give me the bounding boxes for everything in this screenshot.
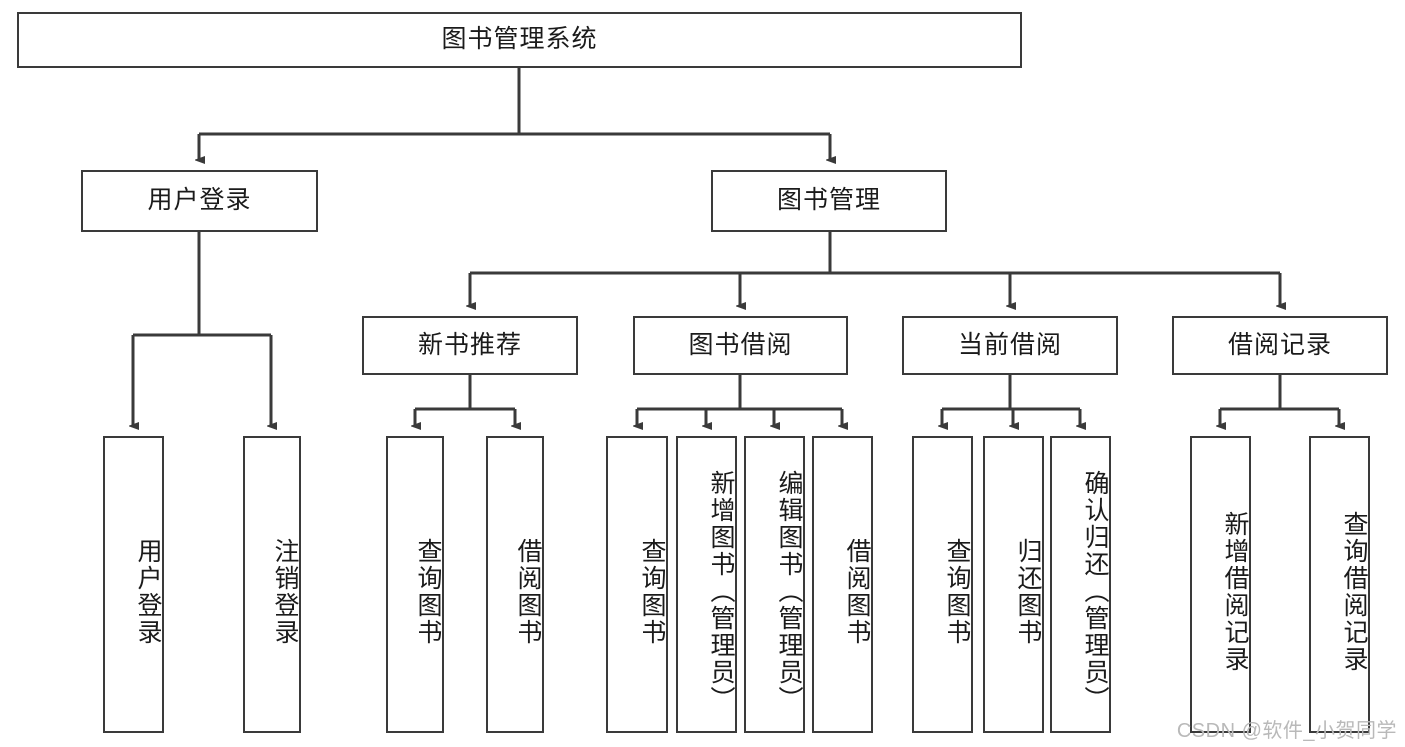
node-book-management[interactable]: 图书管理 xyxy=(711,170,947,232)
leaf-current-return-book[interactable]: 归还图书 xyxy=(983,436,1044,733)
leaf-user-login[interactable]: 用户登录 xyxy=(103,436,164,733)
leaf-borrow-add-book-admin[interactable]: 新增图书（管理员） xyxy=(676,436,737,733)
leaf-borrow-edit-book-admin[interactable]: 编辑图书（管理员） xyxy=(744,436,805,733)
node-new-book-recommend[interactable]: 新书推荐 xyxy=(362,316,578,375)
leaf-newbook-query-book[interactable]: 查询图书 xyxy=(386,436,444,733)
node-borrow-record[interactable]: 借阅记录 xyxy=(1172,316,1388,375)
leaf-user-logout[interactable]: 注销登录 xyxy=(243,436,301,733)
leaf-current-query-book[interactable]: 查询图书 xyxy=(912,436,973,733)
node-root[interactable]: 图书管理系统 xyxy=(17,12,1022,68)
leaf-record-add-record[interactable]: 新增借阅记录 xyxy=(1190,436,1251,733)
leaf-current-confirm-return-admin[interactable]: 确认归还（管理员） xyxy=(1050,436,1111,733)
node-book-borrow[interactable]: 图书借阅 xyxy=(633,316,848,375)
leaf-newbook-borrow-book[interactable]: 借阅图书 xyxy=(486,436,544,733)
leaf-borrow-lend-book[interactable]: 借阅图书 xyxy=(812,436,873,733)
leaf-borrow-query-book[interactable]: 查询图书 xyxy=(606,436,668,733)
node-current-borrow[interactable]: 当前借阅 xyxy=(902,316,1118,375)
node-user-login[interactable]: 用户登录 xyxy=(81,170,318,232)
csdn-watermark: CSDN @软件_小贺同学 xyxy=(1176,720,1397,742)
leaf-record-query-record[interactable]: 查询借阅记录 xyxy=(1309,436,1370,733)
